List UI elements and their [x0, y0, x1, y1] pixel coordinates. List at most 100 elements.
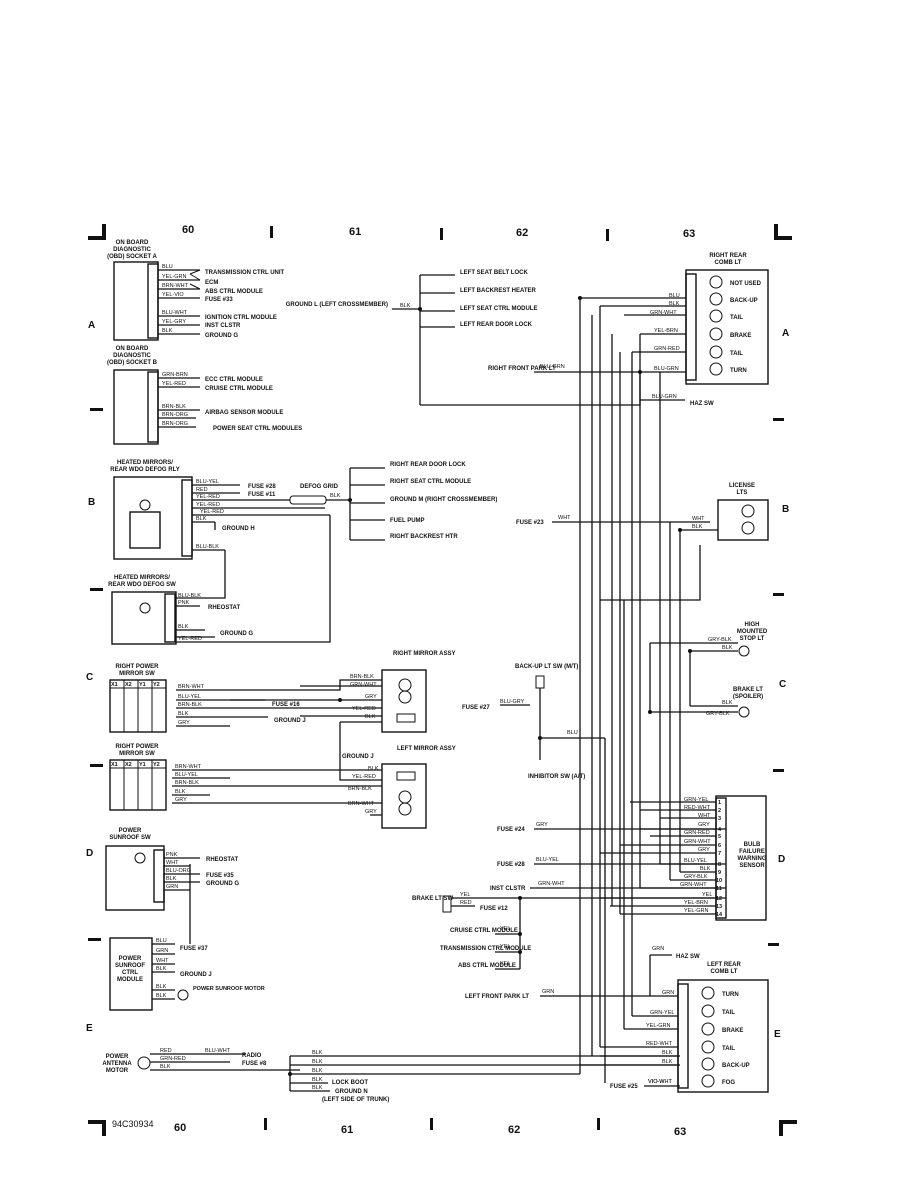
sunroof-mod-dest-1: FUSE #37 [180, 946, 208, 952]
heated-rly-dest-2: FUSE #11 [248, 492, 276, 498]
heated-rly-wire-3: YEL-RED [196, 494, 220, 500]
yel-src-1: CRUISE CTRL MODULE [450, 928, 518, 934]
ground-m-wire: BLK [330, 493, 341, 499]
ground-l-dest-2: LEFT BACKREST HEATER [460, 288, 537, 294]
heated-sw-title: HEATED MIRRORS/REAR WDO DEFOG SW [108, 575, 176, 588]
rr-lamp-1: NOT USED [730, 281, 762, 287]
left-mirror-wire-4: BRN-WHT [348, 801, 375, 807]
heated-mirrors-switch: HEATED MIRRORS/REAR WDO DEFOG SW BLU-BLK… [108, 575, 253, 645]
ground-l-dest-4: LEFT REAR DOOR LOCK [460, 322, 533, 328]
bus-wires [579, 298, 701, 1083]
heated-sw-wire-2: PNK [178, 600, 190, 606]
bulb-pin-2: 2 [718, 808, 721, 814]
junction-dots [288, 296, 692, 1076]
bulb-wire-6: GRN-WHT [684, 839, 711, 845]
sunroof-motor: POWER SUNROOF MOTOR [193, 986, 265, 992]
mirror-sw1-dest-2: GROUND J [274, 718, 306, 724]
ground-m-dest-4: FUEL PUMP [390, 518, 425, 524]
obd-a-dest-5: IGNITION CTRL MODULE [205, 315, 277, 321]
bulb-wire-11: GRN-WHT [680, 882, 707, 888]
heated-rly-wire-2: RED [196, 487, 208, 493]
lr-lamp-5: BACK-UP [722, 1063, 750, 1069]
antenna-wire-2: GRN-RED [160, 1056, 186, 1062]
rr-wire-2: BLK [669, 301, 680, 307]
bulb-wire-12: YEL [702, 892, 712, 898]
row-label-a-right: A [782, 328, 789, 339]
ground-n-ground: GROUND N [335, 1089, 368, 1095]
heated-sw-dest-1: RHEOSTAT [208, 605, 240, 611]
antenna-wire-1: RED [160, 1048, 172, 1054]
obd-a-wire-2: YEL-GRN [162, 274, 186, 280]
left-mirror-wire-3: BRN-BLK [348, 786, 372, 792]
yel-wire-2: YEL [500, 944, 510, 950]
antenna-wire-4: BLU-WHT [205, 1048, 231, 1054]
row-label-d: D [86, 848, 93, 859]
heated-sw-wire-1: BLU-BLK [178, 593, 201, 599]
left-mirror-wire-2: YEL-RED [352, 774, 376, 780]
column-label-60: 60 [182, 224, 194, 236]
left-mirror-title: LEFT MIRROR ASSY [397, 746, 456, 752]
row-label-b: B [88, 497, 95, 508]
brake-spoiler-wire-1: BLK [722, 700, 733, 706]
backup-sw-out: BLU [567, 730, 578, 736]
rr-wire-4: YEL-BRN [654, 328, 678, 334]
ground-n-lock: LOCK BOOT [332, 1080, 368, 1086]
bulb-pin-1: 1 [718, 800, 721, 806]
heated-mirrors-relay: HEATED MIRRORS/REAR WDO DEFOG RLY BLU-YE… [110, 460, 345, 643]
backup-switch-group: BACK-UP LT SW (M/T) FUSE #27 BLU-GRY BLU… [462, 664, 605, 780]
mirror-sw1-dest-1: FUSE #16 [272, 702, 300, 708]
lr-lamp-2: TAIL [722, 1010, 735, 1016]
inst-clstr-wire: GRN-WHT [538, 881, 565, 887]
bulb-wire-7: GRY [698, 847, 710, 853]
mirror-sw1-head-y2: Y2 [153, 682, 160, 688]
mirror-sw2-wire-1: BRN-WHT [175, 764, 202, 770]
column-label-62-bottom: 62 [508, 1124, 520, 1136]
bulb-pin-12: 12 [716, 896, 722, 902]
bulb-wire-2: RED-WHT [684, 805, 711, 811]
ground-l-group: GROUND L (LEFT CROSSMEMBER) BLK LEFT SEA… [286, 270, 641, 406]
bulb-wire-4: GRY [698, 822, 710, 828]
sunroof-mod-wire-6: BLK [156, 993, 167, 999]
mirror-sw2-head-y1: Y1 [139, 762, 146, 768]
heated-rly-title: HEATED MIRRORS/REAR WDO DEFOG RLY [110, 460, 179, 473]
heated-sw-wire-4: YEL-RED [178, 636, 202, 642]
bulb-wire-5: GRN-RED [684, 830, 710, 836]
left-mirror-assy: LEFT MIRROR ASSY GROUND J BLK YEL-RED BR… [339, 722, 456, 829]
heated-rly-wire-7: BLU-BLK [196, 544, 219, 550]
obd-a-wire-3: BRN-WHT [162, 283, 189, 289]
sunroof-mod-wire-2: GRN [156, 948, 168, 954]
obd-b-wire-2: YEL-RED [162, 381, 186, 387]
bulb-wire-10: GRY-BLK [684, 874, 708, 880]
heated-rly-wire-1: BLU-YEL [196, 479, 219, 485]
bulb-pin-4: 4 [718, 827, 722, 833]
rr-wire-1: BLU [669, 293, 680, 299]
rr-lamp-3: TAIL [730, 315, 743, 321]
license-wire-1: WHT [692, 516, 705, 522]
bulb-wire-8: BLU-YEL [684, 858, 707, 864]
right-mirror-wire-4: YEL-RED [352, 706, 376, 712]
rr-wire-3: GRN-WHT [650, 310, 677, 316]
heated-sw-dest-2: GROUND G [220, 631, 253, 637]
row-label-c-right: C [779, 679, 786, 690]
ground-l-dest-1: LEFT SEAT BELT LOCK [460, 270, 528, 276]
fuse24-label: FUSE #24 [497, 827, 525, 833]
bulb-pin-8: 8 [718, 862, 721, 868]
mirror-sw2-wire-4: BLK [175, 789, 186, 795]
rr-haz-wire: BLU-GRN [652, 394, 677, 400]
document-id: 94C30934 [112, 1119, 154, 1129]
right-front-wire: BLU-GRN [540, 364, 565, 370]
column-label-63-bottom: 63 [674, 1126, 686, 1138]
mirror-sw1-head-x1: X1 [111, 682, 118, 688]
mirror-sw1-wire-1: BRN-WHT [178, 684, 205, 690]
sunroof-mod-wire-4: BLK [156, 966, 167, 972]
lr-lamp-1: TURN [722, 992, 739, 998]
fuse28-wire: BLU-YEL [536, 857, 559, 863]
